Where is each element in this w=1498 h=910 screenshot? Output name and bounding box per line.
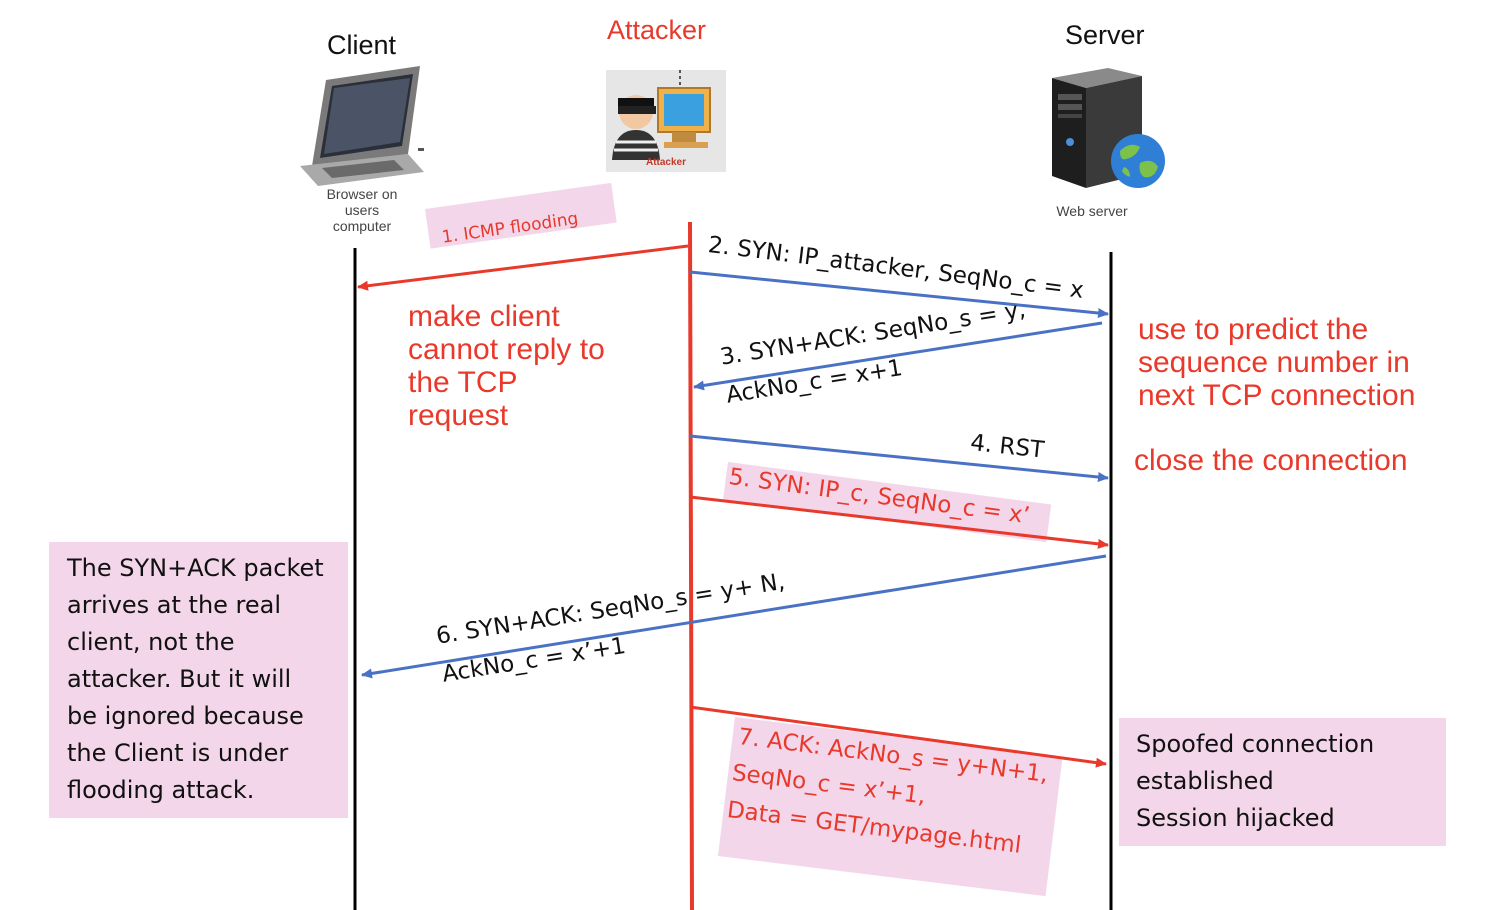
box-line: be ignored because — [67, 702, 304, 730]
client-caption: Browser on users computer — [310, 186, 414, 234]
client-label: Client — [327, 30, 397, 60]
server-label: Server — [1065, 20, 1145, 50]
hacker-icon-caption: Attacker — [645, 157, 687, 168]
box-line: arrives at the real — [67, 591, 282, 619]
box-line: Session hijacked — [1136, 804, 1335, 832]
client-caption-line: computer — [332, 218, 392, 234]
note-line: next TCP connection — [1138, 379, 1416, 412]
globe-icon — [1110, 133, 1166, 189]
client-caption-line: users — [344, 202, 380, 218]
note-line: make client — [408, 300, 560, 333]
left-explanation-box: The SYN+ACK packet arrives at the real c… — [49, 542, 348, 818]
box-line: flooding attack. — [67, 776, 255, 804]
laptop-icon — [298, 62, 428, 187]
note-line: request — [408, 399, 509, 432]
arrow-3-synack — [693, 321, 1103, 391]
box-line: Spoofed connection — [1136, 730, 1375, 758]
note-line: cannot reply to — [408, 333, 605, 366]
arrow-1-icmp — [357, 244, 689, 291]
note-line: the TCP — [408, 366, 518, 399]
box-line: attacker. But it will — [67, 665, 292, 693]
attacker-label: Attacker — [607, 15, 707, 45]
arrow-5-syn-spoof — [689, 495, 1109, 549]
arrow-7-ack — [689, 705, 1107, 768]
client-caption-line: Browser on — [326, 186, 398, 202]
arrow-4-rst — [689, 434, 1109, 482]
box-line: the Client is under — [67, 739, 289, 767]
note-line: sequence number in — [1138, 346, 1410, 379]
right-result-box: Spoofed connection established Session h… — [1119, 718, 1446, 846]
arrow-6-synack — [361, 554, 1107, 679]
arrow-2-syn — [689, 270, 1109, 318]
close-note: close the connection — [1134, 444, 1408, 477]
client-flood-note: make client cannot reply to the TCP requ… — [408, 300, 605, 432]
attacker-lifeline — [688, 221, 694, 910]
server-caption: Web server — [1056, 203, 1128, 219]
predict-note: use to predict the sequence number in ne… — [1138, 313, 1415, 412]
box-line: client, not the — [67, 628, 235, 656]
box-line: established — [1136, 767, 1274, 795]
note-line: use to predict the — [1138, 313, 1369, 346]
box-line: The SYN+ACK packet — [67, 554, 324, 582]
hacker-icon: Attacker — [606, 70, 726, 172]
